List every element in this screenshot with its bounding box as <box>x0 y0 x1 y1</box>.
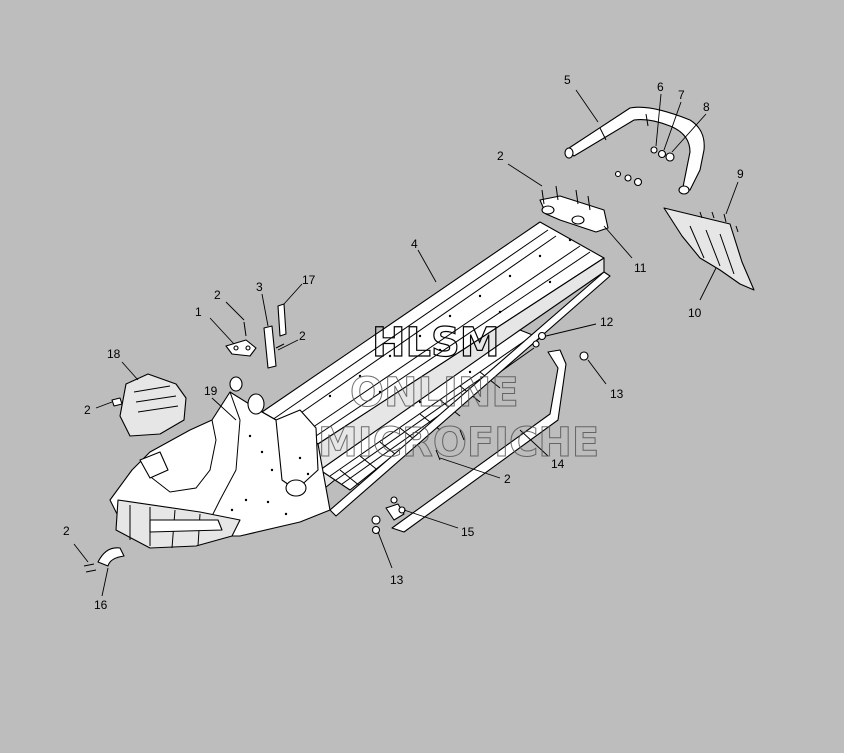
callout-9: 9 <box>737 167 744 181</box>
watermark-line-2: ONLINE <box>350 370 519 416</box>
callout-2-bumper: 2 <box>84 403 91 417</box>
callout-19: 19 <box>204 384 218 398</box>
callout-3: 3 <box>256 280 263 294</box>
leader-lines <box>73 89 739 597</box>
nuts-and-washers <box>371 331 589 535</box>
grab-bar-hardware <box>614 146 675 187</box>
callout-10: 10 <box>688 306 702 320</box>
rear-bracket <box>539 185 609 233</box>
callout-5: 5 <box>564 73 571 87</box>
callout-7: 7 <box>678 88 685 102</box>
callout-6: 6 <box>657 80 664 94</box>
rear-grab-bar <box>564 106 705 195</box>
watermark-line-3: MICROFICHE <box>318 420 599 466</box>
step-plate <box>225 321 257 357</box>
callout-8: 8 <box>703 100 710 114</box>
callout-2-strap: 2 <box>299 329 306 343</box>
callout-2-handle: 2 <box>63 524 70 538</box>
callout-2-step: 2 <box>214 288 221 302</box>
callout-4: 4 <box>411 237 418 251</box>
watermark-line-1: HLSM <box>372 320 500 366</box>
front-bumper-plate <box>111 373 187 437</box>
callout-11: 11 <box>634 261 647 275</box>
snow-flap <box>663 207 755 291</box>
callout-13-lower: 13 <box>390 573 404 587</box>
callout-1: 1 <box>195 305 202 319</box>
strap <box>263 303 287 369</box>
callout-15: 15 <box>461 525 475 539</box>
callout-2-tunnel: 2 <box>504 472 511 486</box>
front-bulkhead <box>109 376 331 549</box>
rivet-dots <box>230 238 572 516</box>
callout-labels: 5 6 7 8 2 9 4 11 10 3 17 2 1 2 12 18 13 … <box>63 73 744 612</box>
callout-12: 12 <box>600 315 614 329</box>
callout-2-rear-bracket: 2 <box>497 149 504 163</box>
callout-18: 18 <box>107 347 121 361</box>
front-handle <box>83 547 125 573</box>
callout-16: 16 <box>94 598 108 612</box>
watermark: HLSM ONLINE MICROFICHE <box>318 319 600 466</box>
callout-14: 14 <box>551 457 565 471</box>
callout-17: 17 <box>302 273 316 287</box>
callout-13-upper: 13 <box>610 387 624 401</box>
